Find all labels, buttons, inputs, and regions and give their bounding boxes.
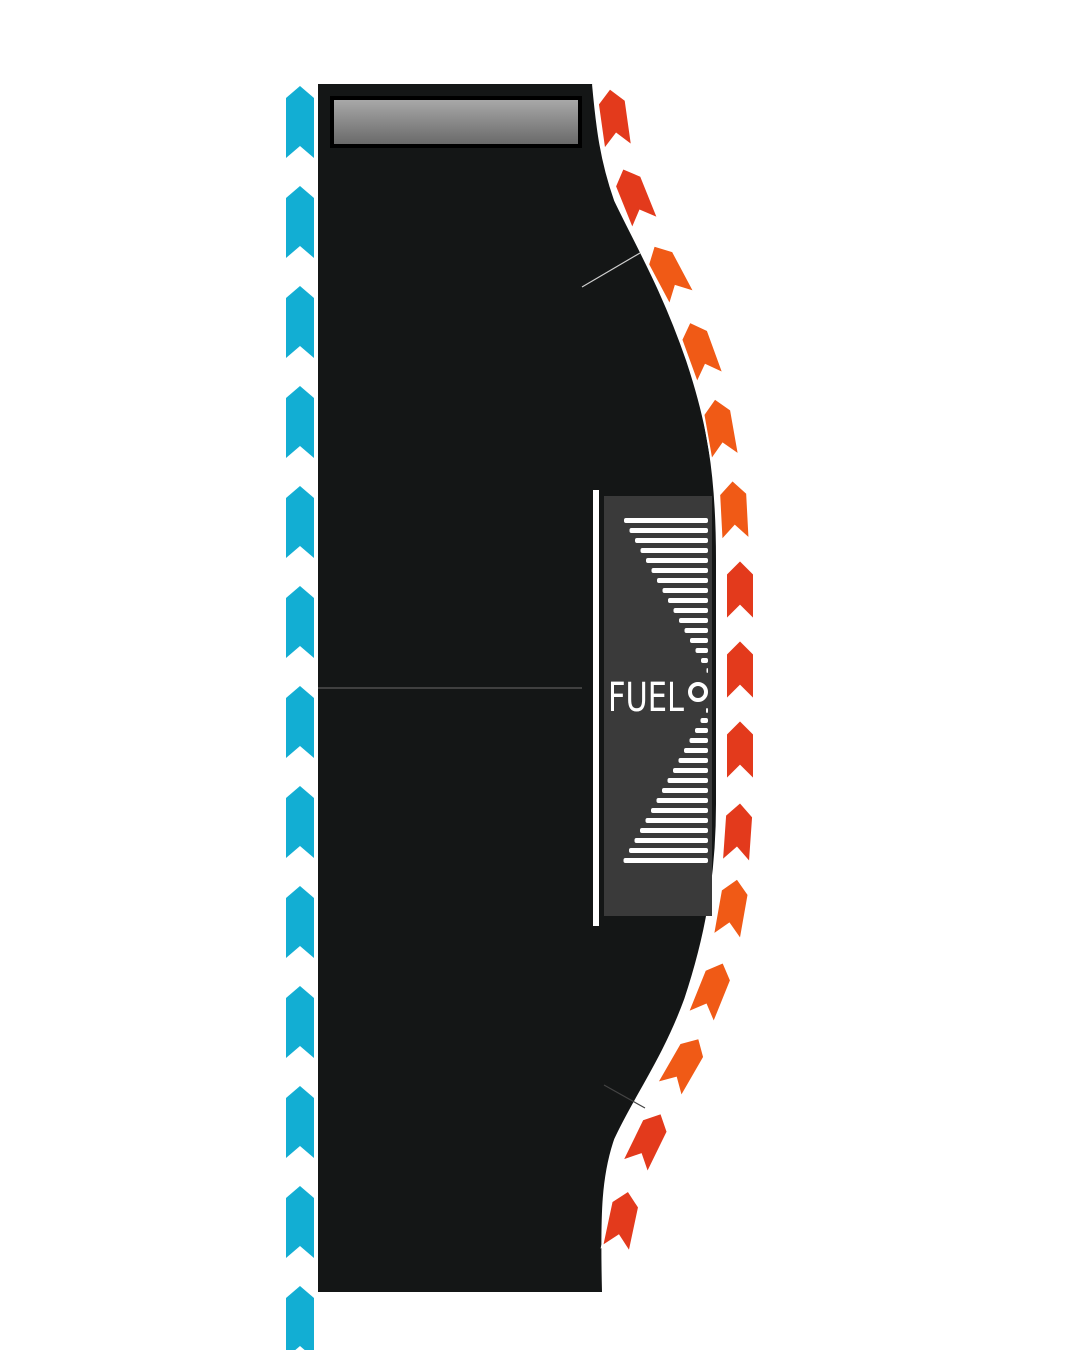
left-kerb-chevron — [286, 486, 314, 558]
fuel-station-stripes — [623, 518, 708, 863]
right-kerb-chevron — [680, 320, 726, 386]
left-kerb-chevron — [286, 286, 314, 358]
fuel-station-stripe — [695, 648, 708, 653]
left-kerb-chevron — [286, 686, 314, 758]
top-panel — [334, 100, 578, 144]
right-kerb-chevron — [725, 638, 755, 703]
left-kerb — [286, 86, 314, 1350]
right-kerb-chevron-shape — [685, 960, 733, 1026]
fuel-station-stripe — [657, 578, 708, 583]
right-kerb-chevron-shape — [702, 397, 741, 463]
fuel-station-label: FUEL — [608, 675, 684, 721]
right-kerb-chevron — [685, 960, 733, 1026]
right-kerb-chevron — [718, 478, 751, 544]
right-kerb-chevron-shape — [720, 800, 755, 866]
fuel-station-stripe — [629, 848, 708, 853]
fuel-station-stripe — [640, 548, 708, 553]
right-kerb-chevron — [725, 718, 755, 783]
fuel-station-stripe — [662, 588, 708, 593]
right-kerb-chevron — [620, 1111, 669, 1176]
right-kerb-chevron-shape — [620, 1111, 669, 1176]
fuel-station-stripe — [640, 828, 708, 833]
right-kerb-chevron — [647, 244, 697, 308]
fuel-station-stripe — [667, 778, 708, 783]
left-kerb-chevron — [286, 386, 314, 458]
right-kerb-chevron-shape — [680, 320, 726, 386]
pit-divider-line — [593, 490, 599, 926]
fuel-station-stripe — [706, 668, 708, 673]
fuel-station-stripe — [629, 528, 708, 533]
right-kerb-chevron-shape — [647, 244, 697, 308]
fuel-station-stripe — [679, 618, 708, 623]
right-kerb-chevron — [702, 397, 741, 463]
left-kerb-chevron — [286, 186, 314, 258]
fuel-station-stripe — [700, 718, 708, 723]
fuel-station-stripe — [684, 628, 708, 633]
fuel-station-stripe — [651, 568, 708, 573]
right-kerb-chevron-shape — [725, 558, 755, 623]
left-kerb-chevron — [286, 886, 314, 958]
fuel-station-stripe — [684, 748, 708, 753]
right-kerb-chevron — [720, 800, 755, 866]
track-corner-line-bottom — [603, 1084, 646, 1109]
fuel-station-stripe — [656, 798, 708, 803]
right-kerb-chevron-shape — [654, 1036, 706, 1100]
right-kerb-chevron-shape — [718, 478, 751, 544]
track-corner-line-top — [581, 252, 641, 288]
fuel-station-stripe — [695, 728, 708, 733]
fuel-station-stripe — [634, 838, 708, 843]
left-kerb-chevron — [286, 986, 314, 1058]
right-kerb-chevron — [600, 1189, 641, 1255]
left-kerb-chevron — [286, 1286, 314, 1350]
fuel-station-icon — [688, 682, 708, 702]
left-kerb-chevron — [286, 1186, 314, 1258]
track-right-edge-line — [592, 83, 720, 1293]
fuel-station-stripe — [673, 608, 708, 613]
right-kerb-chevron — [654, 1036, 706, 1100]
right-kerb-chevron — [725, 558, 755, 623]
left-kerb-chevron — [286, 586, 314, 658]
left-kerb-chevron — [286, 86, 314, 158]
fuel-station-stripe — [690, 638, 708, 643]
fuel-station-stripe — [624, 518, 708, 523]
fuel-label-backdrop — [606, 658, 688, 718]
right-kerb-chevron-shape — [600, 1189, 641, 1255]
right-kerb-chevron-shape — [596, 86, 634, 153]
left-kerb-chevron — [286, 1086, 314, 1158]
fuel-station-stripe — [668, 598, 708, 603]
right-kerb-chevron — [613, 166, 661, 232]
fuel-station-stripe — [645, 818, 708, 823]
fuel-station-stripe — [623, 858, 708, 863]
fuel-station-stripe — [673, 768, 708, 773]
right-kerb-chevron-shape — [613, 166, 661, 232]
fuel-station-stripe — [689, 738, 708, 743]
fuel-station-stripe — [651, 808, 708, 813]
right-kerb-chevron — [596, 86, 634, 153]
fuel-station-stripe — [662, 788, 708, 793]
fuel-station-stripe — [646, 558, 708, 563]
right-kerb-chevron-shape — [725, 638, 755, 703]
fuel-station-stripe — [701, 658, 708, 663]
right-kerb-chevron-shape — [711, 877, 750, 943]
fuel-station-stripe — [678, 758, 708, 763]
fuel-station-stripe — [706, 708, 708, 713]
fuel-station-stripe — [635, 538, 708, 543]
left-kerb-chevron — [286, 786, 314, 858]
right-kerb-chevron-shape — [725, 718, 755, 783]
right-kerb — [596, 86, 755, 1255]
right-kerb-chevron — [711, 877, 750, 943]
